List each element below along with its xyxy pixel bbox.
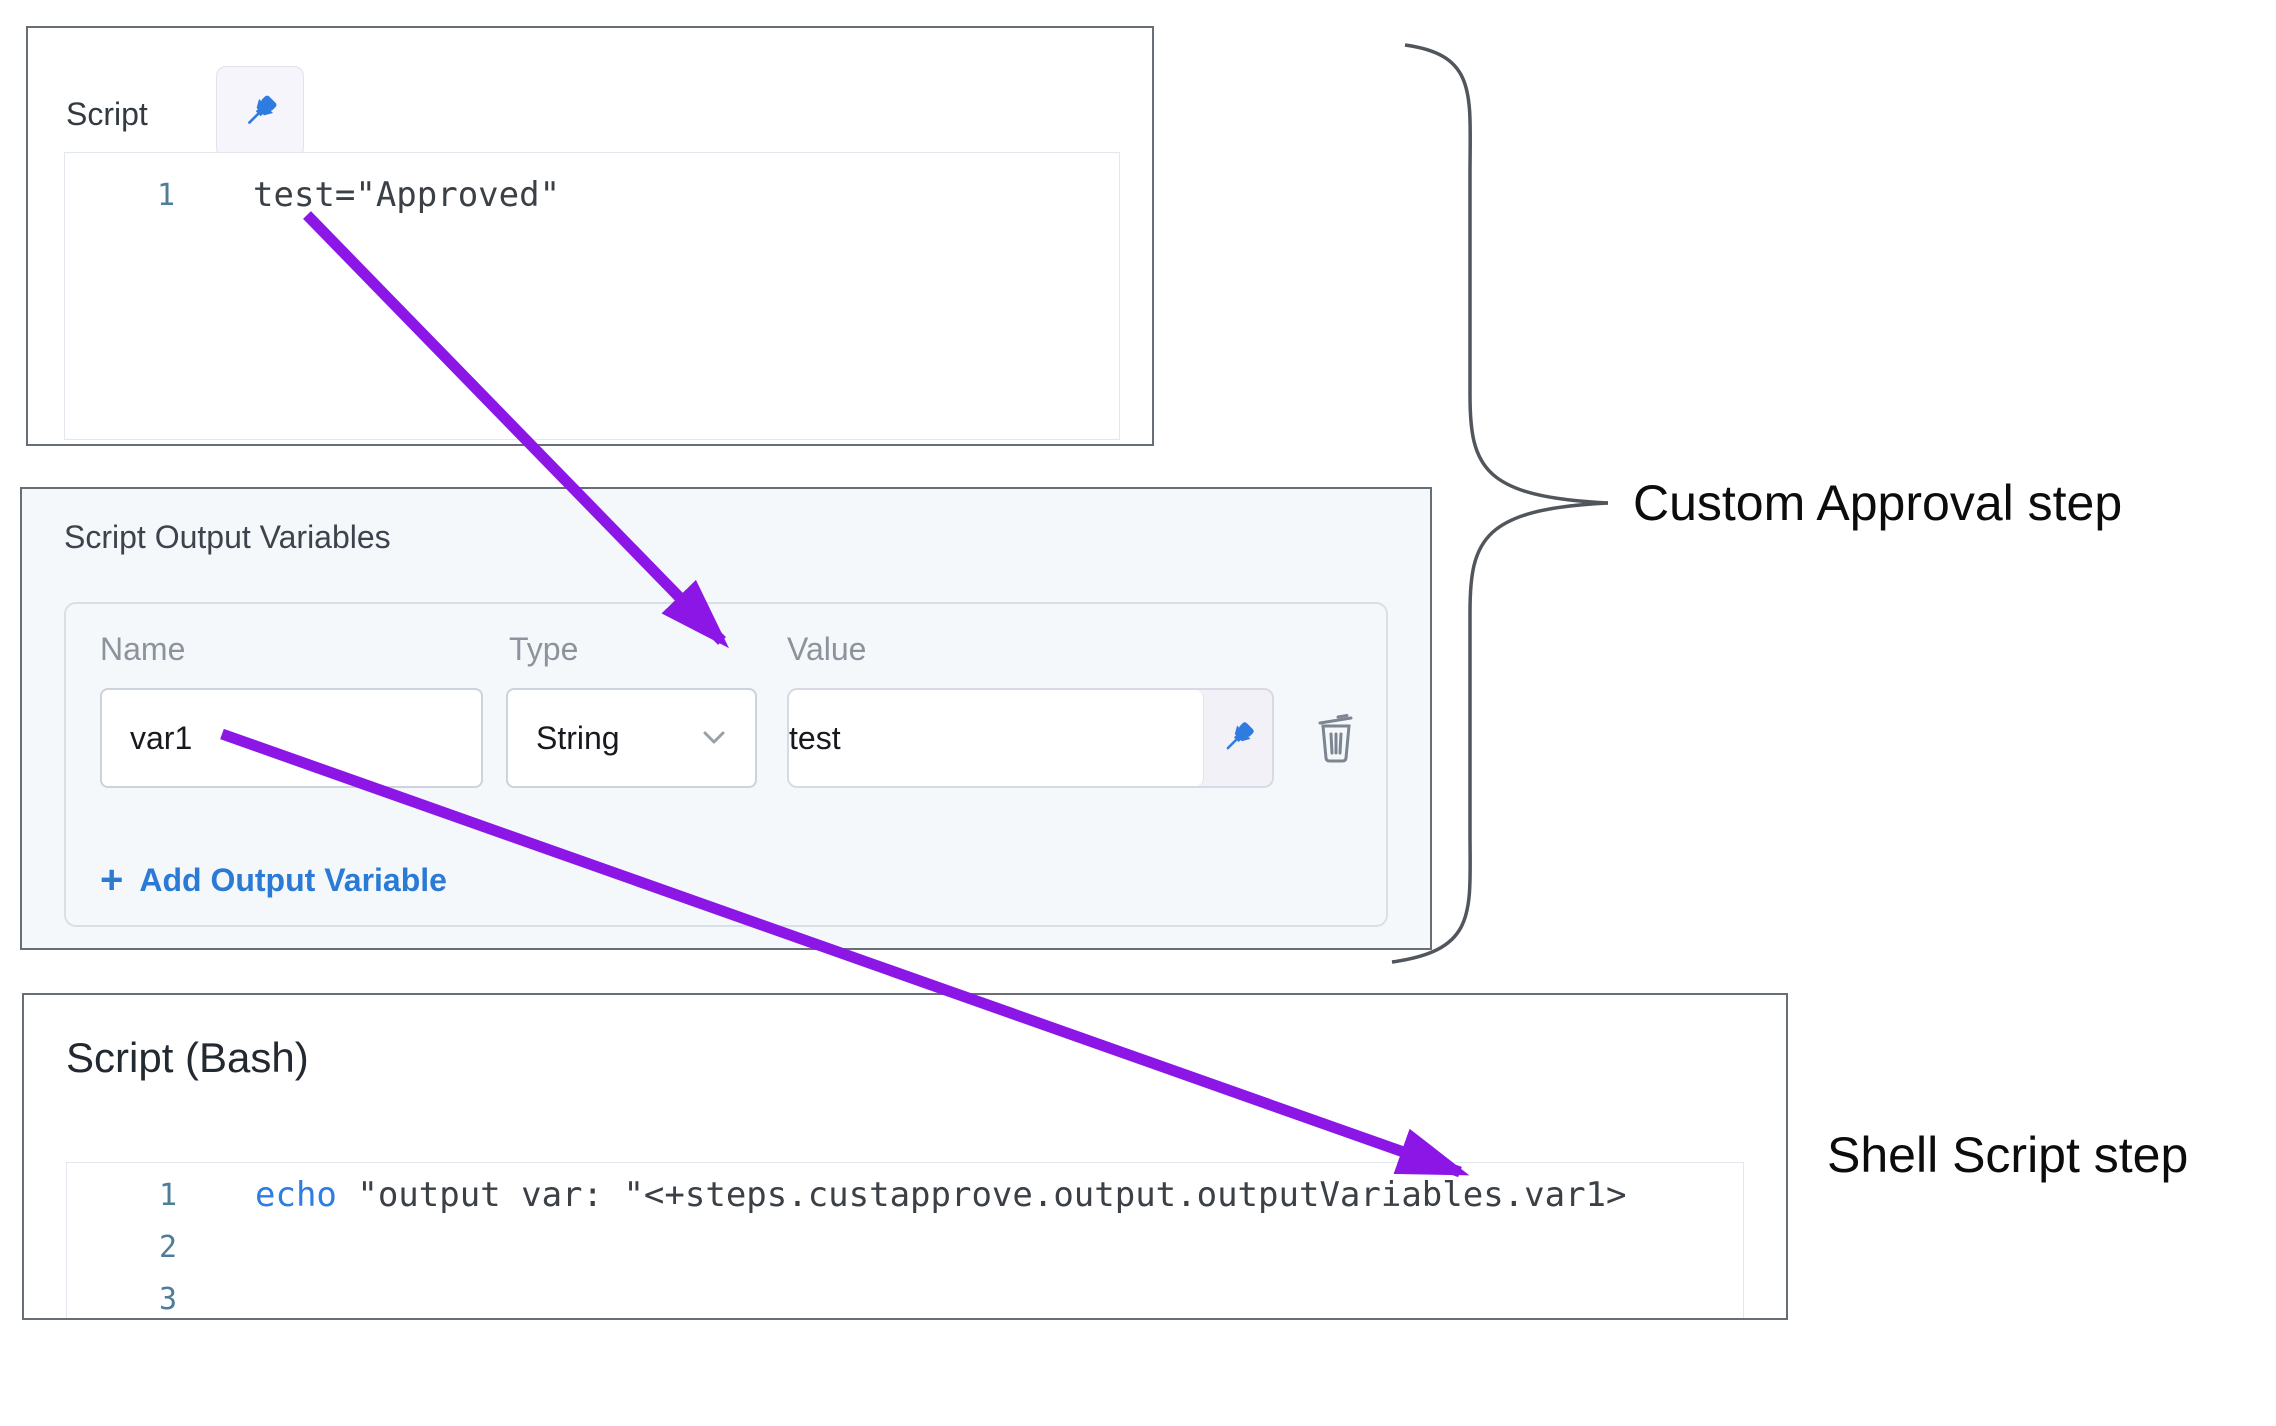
line-number: 3	[158, 1281, 177, 1317]
bash-panel-title: Script (Bash)	[66, 1034, 309, 1081]
line-number: 1	[156, 177, 175, 213]
custom-approval-step-label: Custom Approval step	[1633, 475, 2123, 531]
trash-icon	[1311, 710, 1361, 766]
script-panel: Script 1 test="Approved"	[26, 26, 1154, 446]
shell-script-step-label: Shell Script step	[1827, 1127, 2189, 1183]
variable-name-value: var1	[130, 719, 193, 756]
add-output-variable-button[interactable]: + Add Output Variable	[100, 852, 447, 908]
delete-variable-button[interactable]	[1310, 710, 1362, 766]
plus-icon: +	[100, 858, 124, 902]
code-line: 2	[67, 1221, 1743, 1273]
variable-type-value: String	[536, 719, 620, 756]
bash-keyword: echo	[255, 1175, 337, 1215]
add-output-variable-label: Add Output Variable	[139, 862, 447, 898]
name-column-label: Name	[100, 631, 186, 667]
code-line: 3	[67, 1273, 1743, 1318]
code-line: 1 test="Approved"	[65, 169, 1119, 221]
output-variables-card: Name Type Value var1 String test	[64, 602, 1388, 927]
output-variables-title: Script Output Variables	[64, 519, 391, 555]
code-text: echo "output var: "<+steps.custapprove.o…	[255, 1175, 1626, 1215]
variable-name-input[interactable]: var1	[100, 688, 483, 788]
value-column-label: Value	[787, 631, 867, 667]
script-panel-title: Script	[66, 96, 148, 132]
bash-code-rest: "output var: "<+steps.custapprove.output…	[336, 1175, 1627, 1215]
type-column-label: Type	[509, 631, 579, 667]
bash-code-editor[interactable]: 1 echo "output var: "<+steps.custapprove…	[66, 1162, 1744, 1318]
line-number: 2	[158, 1229, 177, 1265]
pushpin-icon	[1216, 716, 1260, 760]
variable-type-select[interactable]: String	[506, 688, 757, 788]
line-number: 1	[158, 1177, 177, 1213]
variable-value-text: test	[789, 719, 841, 756]
variable-value-input[interactable]: test	[789, 690, 1204, 786]
script-output-variables-panel: Script Output Variables Name Type Value …	[20, 487, 1432, 950]
value-pin-button[interactable]	[1204, 690, 1272, 786]
script-code-editor[interactable]: 1 test="Approved"	[64, 152, 1120, 440]
chevron-down-icon	[699, 728, 729, 748]
pushpin-icon	[237, 89, 283, 135]
script-pin-button[interactable]	[216, 66, 304, 158]
variable-value-field: test	[787, 688, 1274, 788]
code-text: test="Approved"	[253, 175, 561, 215]
bash-script-panel: Script (Bash) 1 echo "output var: "<+ste…	[22, 993, 1788, 1320]
code-line: 1 echo "output var: "<+steps.custapprove…	[67, 1169, 1743, 1221]
